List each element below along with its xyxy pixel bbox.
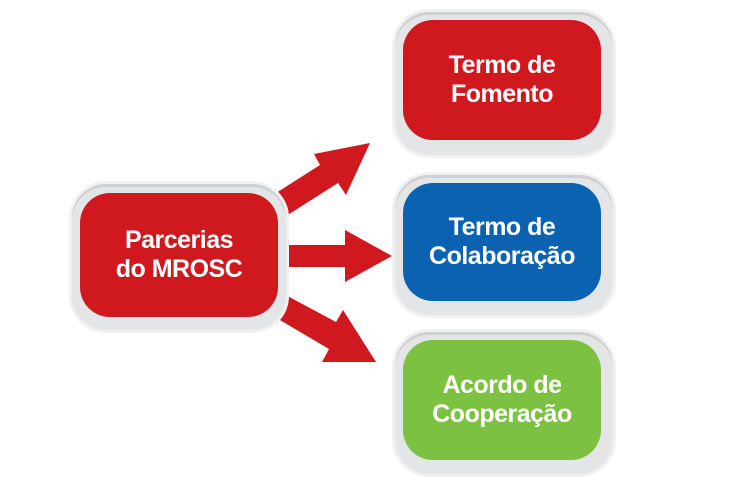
source-label-line2: do MROSC <box>115 255 243 283</box>
fomento-label-line2: Fomento <box>450 80 554 108</box>
cooperacao-label-line2: Cooperação <box>432 400 572 428</box>
colaboracao-label-line1: Termo de <box>448 213 556 241</box>
arrow-to-cooperacao <box>268 292 376 362</box>
arrow-to-colaboracao <box>283 230 392 282</box>
source-label-line1: Parcerias <box>124 226 234 254</box>
colaboracao-label-line2: Colaboração <box>429 242 575 270</box>
target-box-fomento: Termo de Fomento <box>403 20 601 140</box>
arrow-to-fomento <box>265 143 370 218</box>
fomento-label-line1: Termo de <box>448 51 556 79</box>
target-box-cooperacao: Acordo de Cooperação <box>403 340 601 460</box>
cooperacao-label-line1: Acordo de <box>442 371 562 399</box>
target-box-colaboracao: Termo de Colaboração <box>403 183 601 301</box>
source-box-parcerias: Parcerias do MROSC <box>80 193 278 317</box>
